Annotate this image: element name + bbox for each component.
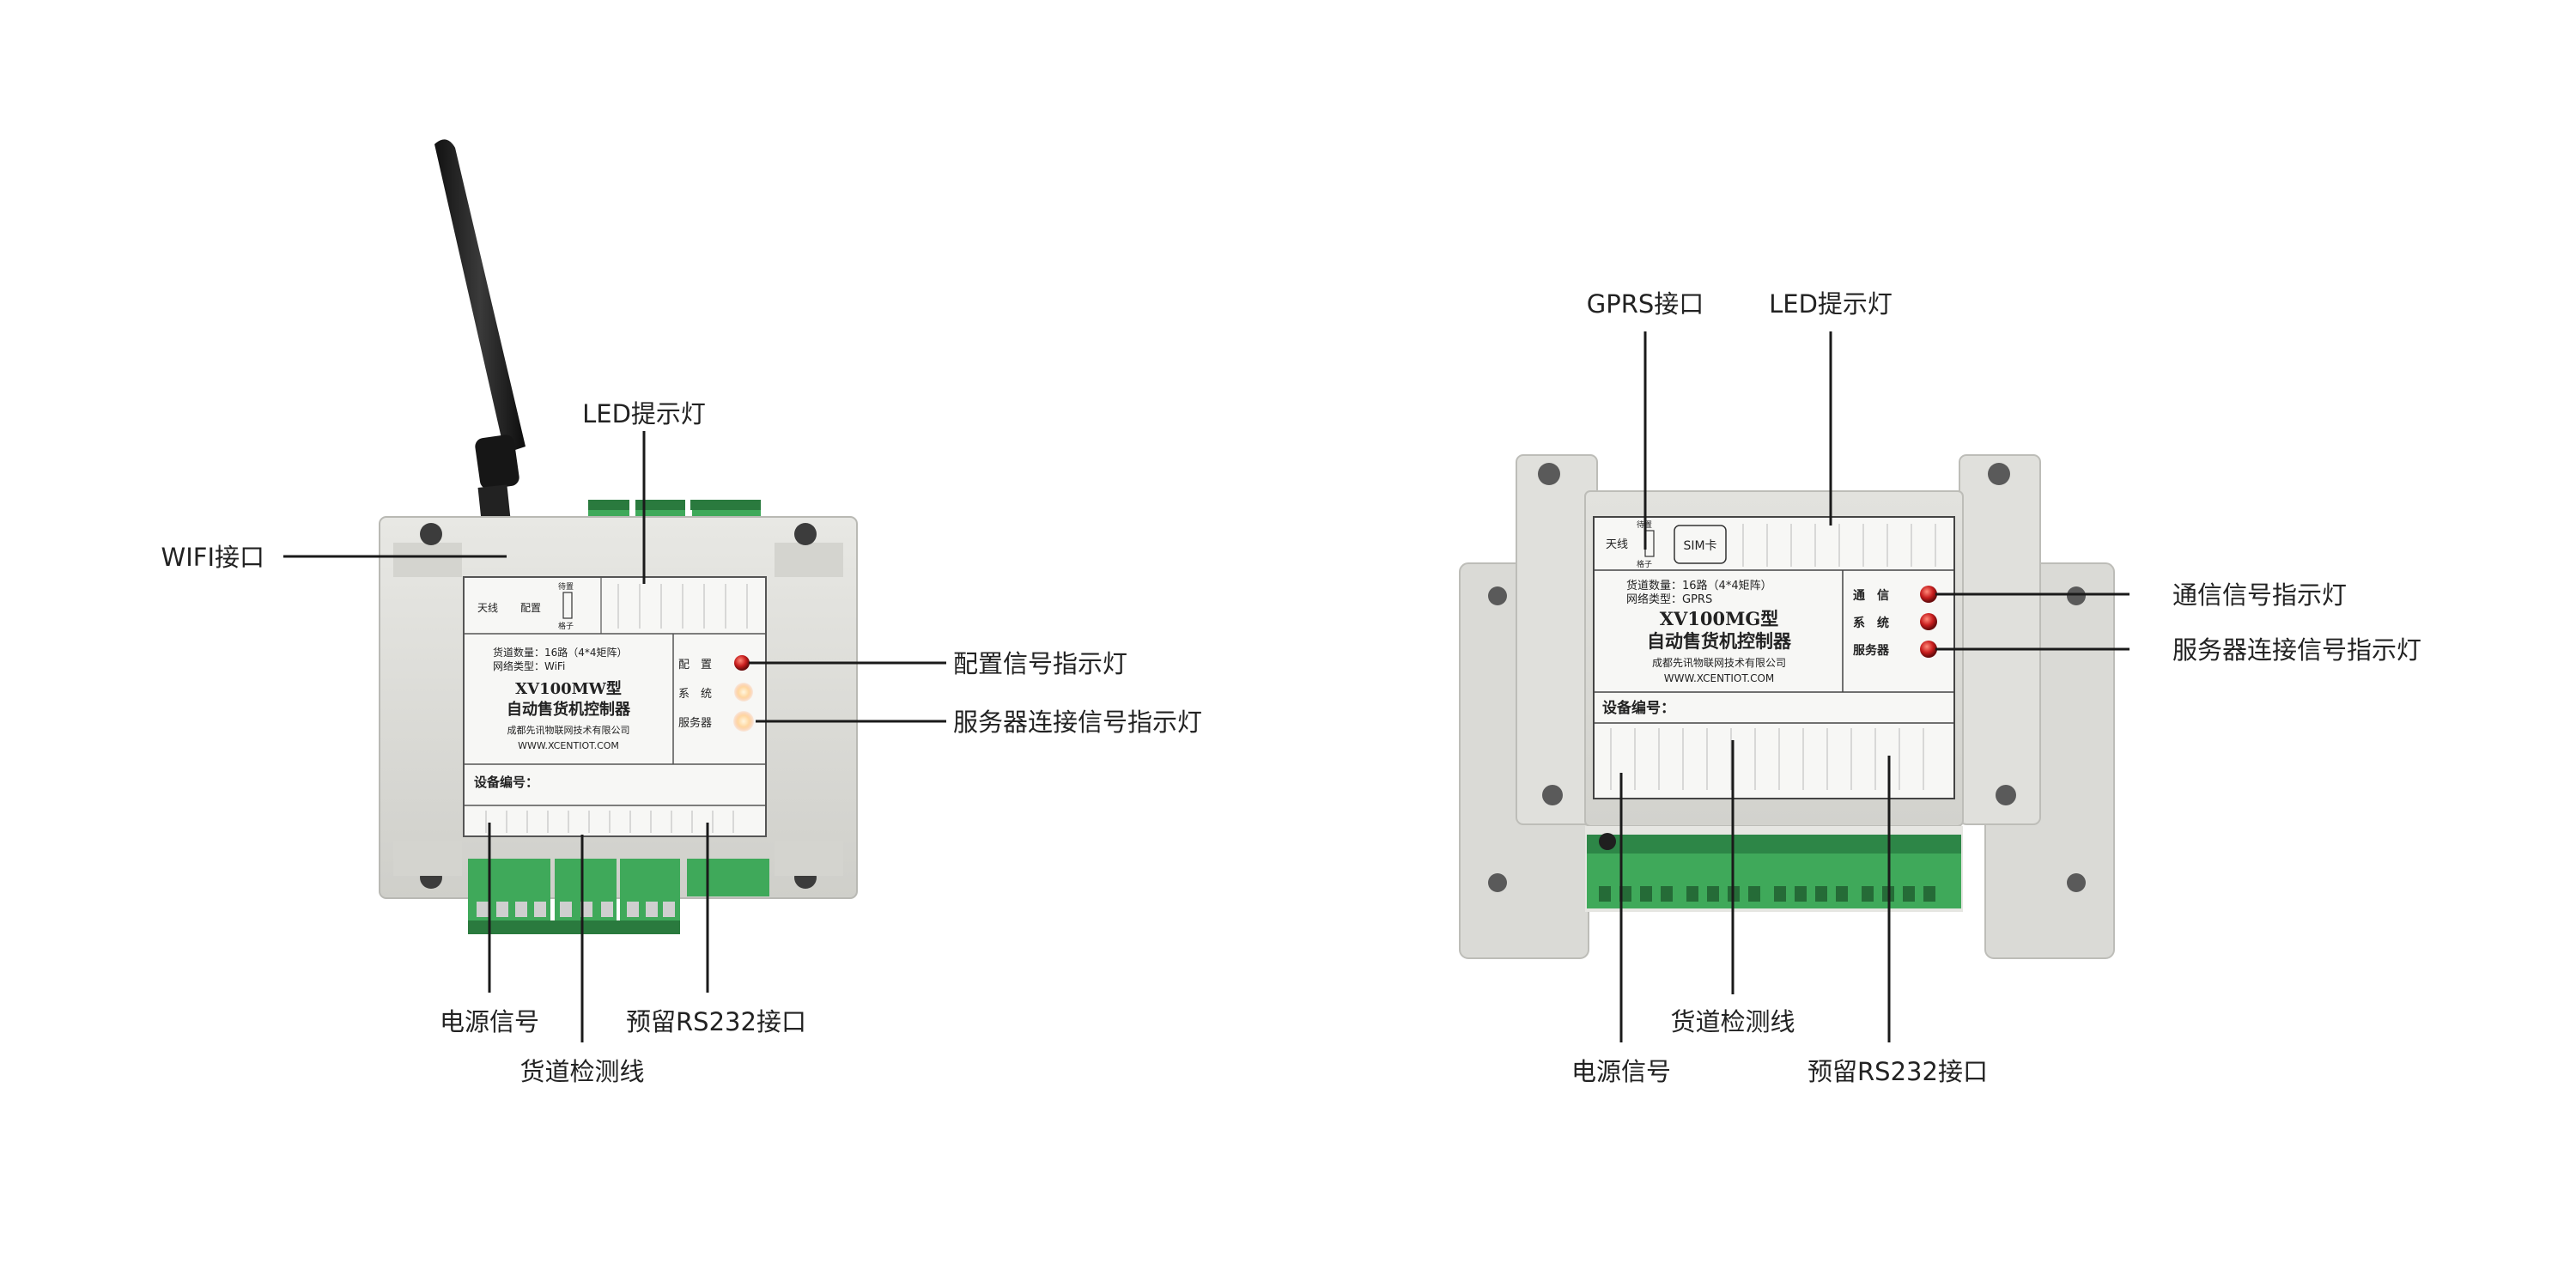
right-led-callout: LED提示灯	[1769, 289, 1893, 319]
left-switch-label: 格子	[558, 621, 574, 631]
wifi-antenna	[434, 139, 526, 560]
left-model: XV100MW型	[515, 679, 622, 698]
left-antenna-label: 天线	[477, 602, 498, 614]
right-server-led	[1920, 641, 1937, 658]
right-device: 天线 待置 格子 SIM卡 货道数量：16路（4*4矩阵） 网络类型：GPRS …	[1459, 289, 2421, 1086]
right-switch-label: 格子	[1637, 559, 1652, 569]
left-rs232-callout: 预留RS232接口	[626, 1007, 806, 1036]
left-ind-server: 服务器	[678, 716, 712, 730]
left-company: 成都先讯物联网技术有限公司	[507, 724, 630, 736]
left-wifi-callout: WIFI接口	[161, 543, 264, 572]
right-bottom-terminal-blocks	[1585, 826, 1963, 912]
left-led-callout: LED提示灯	[582, 399, 706, 428]
left-config-led-callout: 配置信号指示灯	[953, 649, 1127, 678]
left-url: WWW.XCENTIOT.COM	[518, 740, 619, 751]
left-bottom-pin-labels	[485, 811, 734, 833]
right-top-pin-labels	[1742, 524, 1936, 567]
left-power-callout: 电源信号	[440, 1007, 539, 1036]
right-ind-comm: 通 信	[1853, 588, 1889, 603]
right-sim-label: SIM卡	[1683, 539, 1716, 553]
right-info-line2: 网络类型：GPRS	[1626, 592, 1712, 606]
left-server-led-callout: 服务器连接信号指示灯	[953, 708, 1202, 737]
left-info-line1: 货道数量：16路（4*4矩阵）	[493, 646, 628, 659]
left-system-led	[734, 683, 753, 702]
left-rank-label: 待置	[558, 581, 574, 592]
right-ind-system: 系 统	[1853, 616, 1889, 630]
left-product-name: 自动售货机控制器	[507, 700, 631, 719]
right-rs232-callout: 预留RS232接口	[1807, 1057, 1988, 1086]
right-comm-led	[1920, 586, 1937, 603]
right-server-led-callout: 服务器连接信号指示灯	[2172, 635, 2421, 665]
left-device: 天线 配置 待置 格子 货道数量：16路（4*4矩阵） 网络类型：WiFi XV…	[161, 139, 1202, 1086]
right-power-callout: 电源信号	[1571, 1057, 1671, 1086]
left-ind-system: 系 统	[678, 688, 712, 701]
left-config-led	[734, 655, 750, 671]
right-antenna-label: 天线	[1606, 538, 1628, 551]
right-model: XV100MG型	[1660, 608, 1779, 629]
right-url: WWW.XCENTIOT.COM	[1664, 672, 1775, 684]
right-serial-label: 设备编号：	[1602, 699, 1675, 717]
right-info-line1: 货道数量：16路（4*4矩阵）	[1626, 579, 1772, 592]
bottom-terminal-blocks	[468, 859, 769, 934]
left-callout-lines	[283, 431, 946, 1042]
left-ind-config: 配 置	[678, 659, 712, 671]
right-product-name: 自动售货机控制器	[1647, 631, 1792, 652]
right-channel-callout: 货道检测线	[1670, 1007, 1795, 1036]
left-channel-callout: 货道检测线	[519, 1057, 644, 1086]
left-server-led	[733, 711, 754, 732]
right-ind-server: 服务器	[1853, 643, 1890, 658]
left-config-label: 配置	[520, 602, 541, 614]
right-system-led	[1920, 613, 1937, 630]
right-bottom-pin-labels	[1610, 728, 1924, 790]
right-comm-led-callout: 通信信号指示灯	[2172, 580, 2347, 610]
left-info-line2: 网络类型：WiFi	[493, 659, 565, 672]
right-gprs-callout: GPRS接口	[1587, 289, 1704, 319]
left-top-pin-labels	[617, 584, 748, 629]
left-serial-label: 设备编号：	[474, 775, 538, 790]
right-company: 成都先讯物联网技术有限公司	[1652, 657, 1786, 669]
right-callout-lines	[1619, 331, 2129, 1042]
